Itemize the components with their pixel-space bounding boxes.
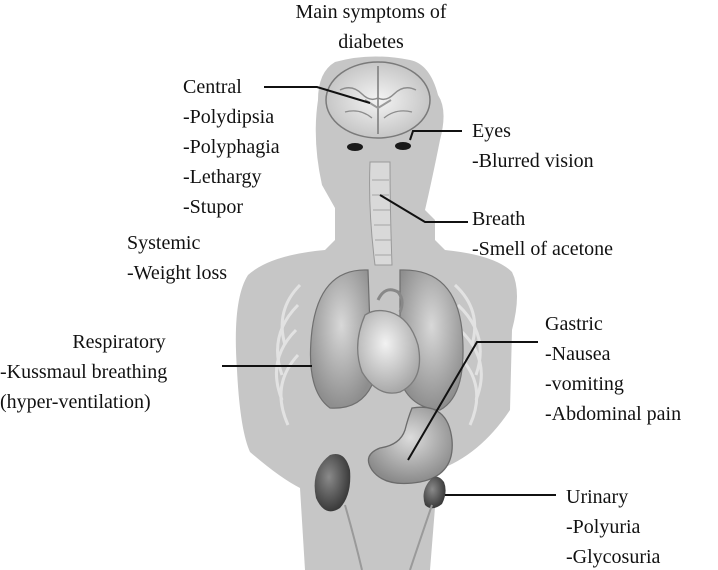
breath-item: -Smell of acetone <box>472 238 614 260</box>
title-line-1: Main symptoms of <box>295 1 447 23</box>
urinary-item: -Polyuria <box>566 516 641 538</box>
eyes <box>347 142 411 151</box>
eyes-heading: Eyes <box>472 120 511 142</box>
respiratory-heading: Respiratory <box>72 331 166 353</box>
eyes-leader-line <box>409 130 462 141</box>
urinary-heading: Urinary <box>566 486 629 508</box>
gastric-leader-line <box>407 341 538 461</box>
systemic-item: -Weight loss <box>127 262 228 284</box>
central-item: -Lethargy <box>183 166 262 188</box>
brain <box>325 61 431 139</box>
central-item: -Stupor <box>183 196 243 218</box>
kidneys <box>314 454 446 512</box>
central-item: -Polydipsia <box>183 106 275 128</box>
central-item: -Polyphagia <box>183 136 280 158</box>
heart <box>357 288 421 394</box>
diagram-title: Main symptoms of diabetes <box>0 0 718 57</box>
gastric-item: -Nausea <box>545 343 611 365</box>
systemic-heading: Systemic <box>127 232 201 254</box>
urinary-label: Urinary -Polyuria -Glycosuria <box>566 482 660 570</box>
eyes-label: Eyes -Blurred vision <box>472 116 594 176</box>
stomach <box>367 406 453 485</box>
central-heading: Central <box>183 76 242 98</box>
systemic-label: Systemic -Weight loss <box>127 228 227 288</box>
respiratory-item: (hyper-ventilation) <box>0 391 151 413</box>
gastric-item: -Abdominal pain <box>545 403 682 425</box>
eyes-item: -Blurred vision <box>472 150 594 172</box>
breath-heading: Breath <box>472 208 526 230</box>
urinary-item: -Glycosuria <box>566 546 661 568</box>
breath-leader-line <box>379 194 468 223</box>
breath-label: Breath -Smell of acetone <box>472 204 613 264</box>
central-label: Central -Polydipsia -Polyphagia -Letharg… <box>183 72 280 222</box>
gastric-heading: Gastric <box>545 313 603 335</box>
title-line-2: diabetes <box>338 31 404 53</box>
respiratory-item: -Kussmaul breathing <box>0 361 168 383</box>
gastric-item: -vomiting <box>545 373 624 395</box>
leader-lines <box>222 86 556 496</box>
gastric-label: Gastric -Nausea -vomiting -Abdominal pai… <box>545 309 681 429</box>
ureters <box>344 504 433 570</box>
trachea <box>369 161 393 266</box>
rib-cage <box>274 283 483 426</box>
central-leader-line <box>264 86 371 104</box>
respiratory-label: Respiratory -Kussmaul breathing (hyper-v… <box>0 327 228 417</box>
